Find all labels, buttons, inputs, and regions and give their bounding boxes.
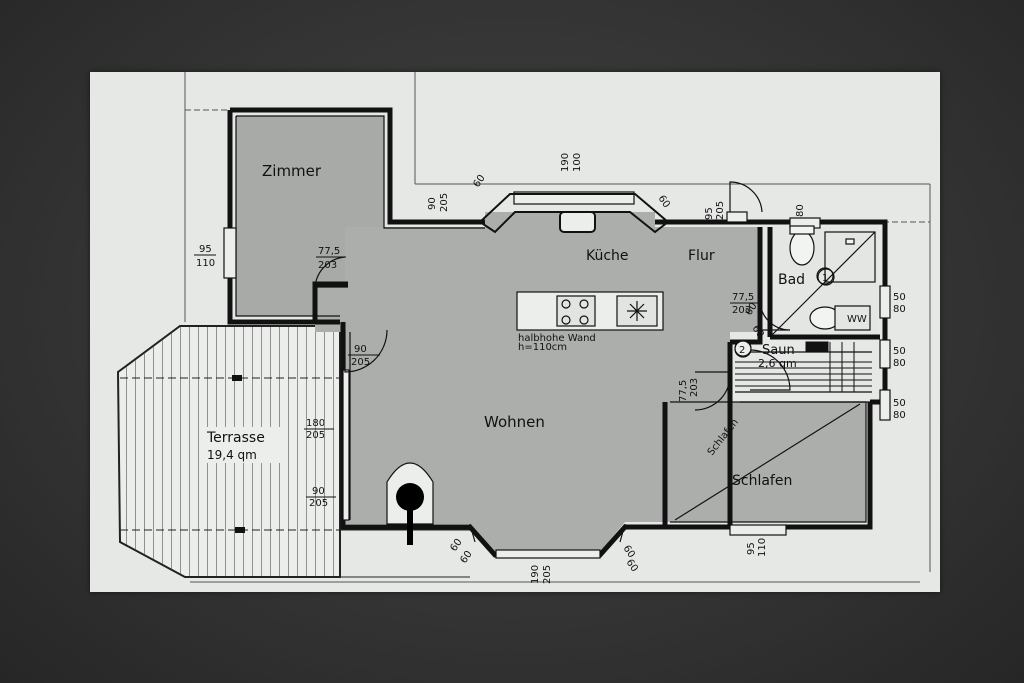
dim-50-2: 50	[893, 346, 906, 357]
label-kueche: Küche	[586, 248, 629, 264]
dim-203-zimmer: 203	[318, 260, 337, 271]
dim-100-b: 100	[572, 153, 583, 172]
dim-90-low: 90	[312, 486, 325, 497]
label-zimmer: Zimmer	[262, 162, 322, 180]
label-bad: Bad	[778, 272, 805, 288]
dim-110-left: 110	[196, 258, 215, 269]
dim-205-terr: 205	[306, 430, 325, 441]
dim-95-left: 95	[199, 244, 212, 255]
sauna-benches	[734, 339, 872, 392]
dim-60-b: 60	[656, 193, 672, 210]
floor-plan-sheet: Zimmer Küche Flur Bad Saun 2,6 qm Wohnen…	[90, 72, 940, 592]
markers: 1 2	[734, 268, 835, 358]
label-schlafen: Schlafen	[732, 473, 792, 489]
dim-190-a: 190	[560, 153, 571, 172]
dim-77-flur: 77,5	[678, 380, 689, 402]
dim-77-bad: 77,5	[732, 292, 754, 303]
floor-plan: Zimmer Küche Flur Bad Saun 2,6 qm Wohnen…	[116, 72, 931, 584]
dim-90-mid: 90	[354, 344, 367, 355]
dim-90-top: 90	[427, 197, 438, 210]
dim-205-top: 205	[439, 193, 450, 212]
dim-50-1: 50	[893, 292, 906, 303]
dim-60-a: 60	[471, 173, 487, 190]
door-swings	[314, 181, 791, 543]
dim-95-bot: 95	[746, 542, 757, 555]
dim-60-c: 60	[448, 537, 464, 554]
label-terrasse: Terrasse	[206, 430, 265, 446]
dim-95-205-a: 95	[704, 207, 715, 220]
dim-203-bad: 203	[732, 305, 751, 316]
note-halbhohe-wand: halbhohe Wand	[518, 333, 596, 344]
dim-80-3: 80	[893, 410, 906, 421]
bay-window-kitchen	[478, 193, 670, 234]
dim-110-bot: 110	[757, 538, 768, 557]
bathroom-fixtures	[769, 225, 876, 338]
dim-205-low: 205	[309, 498, 328, 509]
dim-60-d: 60	[458, 549, 474, 566]
dim-80-2: 80	[893, 358, 906, 369]
windows	[223, 191, 891, 559]
dim-80-top: 80	[795, 204, 806, 217]
label-sauna: Saun	[762, 343, 795, 358]
dim-60-e: 60	[621, 543, 637, 560]
dim-190-bot: 190	[530, 565, 541, 584]
dim-80-1: 80	[893, 304, 906, 315]
note-hoehe: h=110cm	[518, 342, 567, 353]
marker-2: 2	[739, 345, 745, 356]
dim-60-f: 60	[624, 557, 640, 574]
label-flur: Flur	[688, 248, 715, 264]
dim-77-zimmer: 77,5	[318, 246, 340, 257]
marker-1: 1	[822, 273, 828, 284]
walls-inner	[235, 115, 872, 523]
label-sauna-area: 2,6 qm	[758, 357, 797, 370]
dim-180: 180	[306, 418, 325, 429]
label-terrasse-area: 19,4 qm	[207, 448, 257, 462]
dim-205-mid: 205	[351, 357, 370, 368]
dim-50-3: 50	[893, 398, 906, 409]
dim-203-flur: 203	[689, 378, 700, 397]
label-wohnen: Wohnen	[484, 413, 545, 431]
dim-95-205-b: 205	[715, 201, 726, 220]
fireplace	[386, 462, 434, 545]
dim-205-bot: 205	[542, 565, 553, 584]
room-labels: Zimmer Küche Flur Bad Saun 2,6 qm Wohnen…	[206, 162, 805, 489]
note-ww: WW	[847, 314, 867, 325]
kitchen-island	[516, 291, 664, 331]
terrace-deck	[116, 325, 470, 578]
